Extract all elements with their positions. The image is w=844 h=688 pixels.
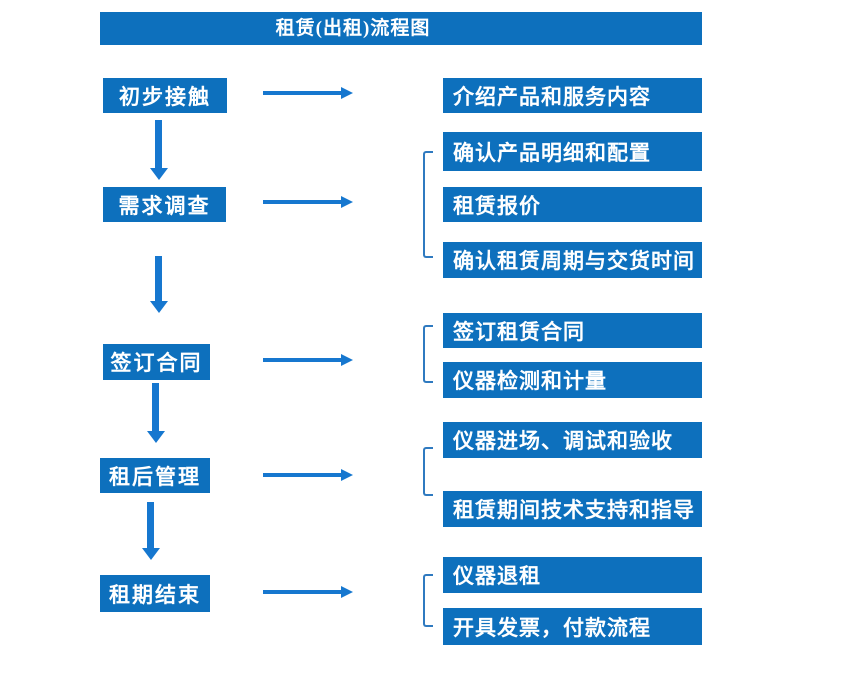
arrow-head <box>147 431 165 443</box>
detail-box-introduce-products: 介绍产品和服务内容 <box>443 78 702 113</box>
detail-box-technical-support: 租赁期间技术支持和指导 <box>443 491 702 527</box>
arrow-head <box>150 301 168 313</box>
detail-box-confirm-period-delivery: 确认租赁周期与交货时间 <box>443 242 702 278</box>
arrow-shaft <box>263 91 342 95</box>
arrow-right-icon <box>263 354 353 366</box>
arrow-head <box>341 196 353 208</box>
arrow-shaft <box>152 383 159 431</box>
arrow-down-icon <box>147 383 165 443</box>
arrow-head <box>341 87 353 99</box>
detail-box-rental-quote: 租赁报价 <box>443 187 702 222</box>
step-box-rental-end: 租期结束 <box>100 575 210 612</box>
detail-box-confirm-product-config: 确认产品明细和配置 <box>443 132 702 171</box>
arrow-head <box>341 354 353 366</box>
arrow-head <box>341 469 353 481</box>
arrow-right-icon <box>263 586 353 598</box>
arrow-shaft <box>263 200 342 204</box>
step-box-initial-contact: 初步接触 <box>103 78 227 113</box>
group-bracket-rental-end <box>423 574 433 627</box>
arrow-right-icon <box>263 87 353 99</box>
step-box-sign-contract: 签订合同 <box>103 344 210 380</box>
arrow-shaft <box>263 473 342 477</box>
step-box-post-rental-management: 租后管理 <box>100 458 210 493</box>
arrow-down-icon <box>150 120 168 180</box>
arrow-head <box>341 586 353 598</box>
arrow-right-icon <box>263 196 353 208</box>
step-box-demand-survey: 需求调查 <box>103 187 226 222</box>
flowchart-title: 租赁(出租)流程图 <box>275 18 431 39</box>
arrow-shaft <box>147 502 154 548</box>
group-bracket-post-rental <box>423 447 433 496</box>
detail-box-instrument-return: 仪器退租 <box>443 557 702 593</box>
flowchart-title-bar: 租赁(出租)流程图 <box>100 12 702 45</box>
arrow-down-icon <box>142 502 160 560</box>
detail-box-instrument-testing: 仪器检测和计量 <box>443 362 702 398</box>
arrow-head <box>142 548 160 560</box>
group-bracket-sign-contract <box>423 325 433 383</box>
arrow-head <box>150 168 168 180</box>
detail-box-instrument-setup-acceptance: 仪器进场、调试和验收 <box>443 422 702 458</box>
group-bracket-demand-survey <box>423 151 433 258</box>
detail-box-invoice-payment: 开具发票，付款流程 <box>443 608 702 645</box>
arrow-right-icon <box>263 469 353 481</box>
arrow-shaft <box>263 358 342 362</box>
arrow-shaft <box>155 256 162 301</box>
arrow-down-icon <box>150 256 168 313</box>
arrow-shaft <box>263 590 342 594</box>
arrow-shaft <box>155 120 162 168</box>
detail-box-sign-rental-contract: 签订租赁合同 <box>443 313 702 348</box>
